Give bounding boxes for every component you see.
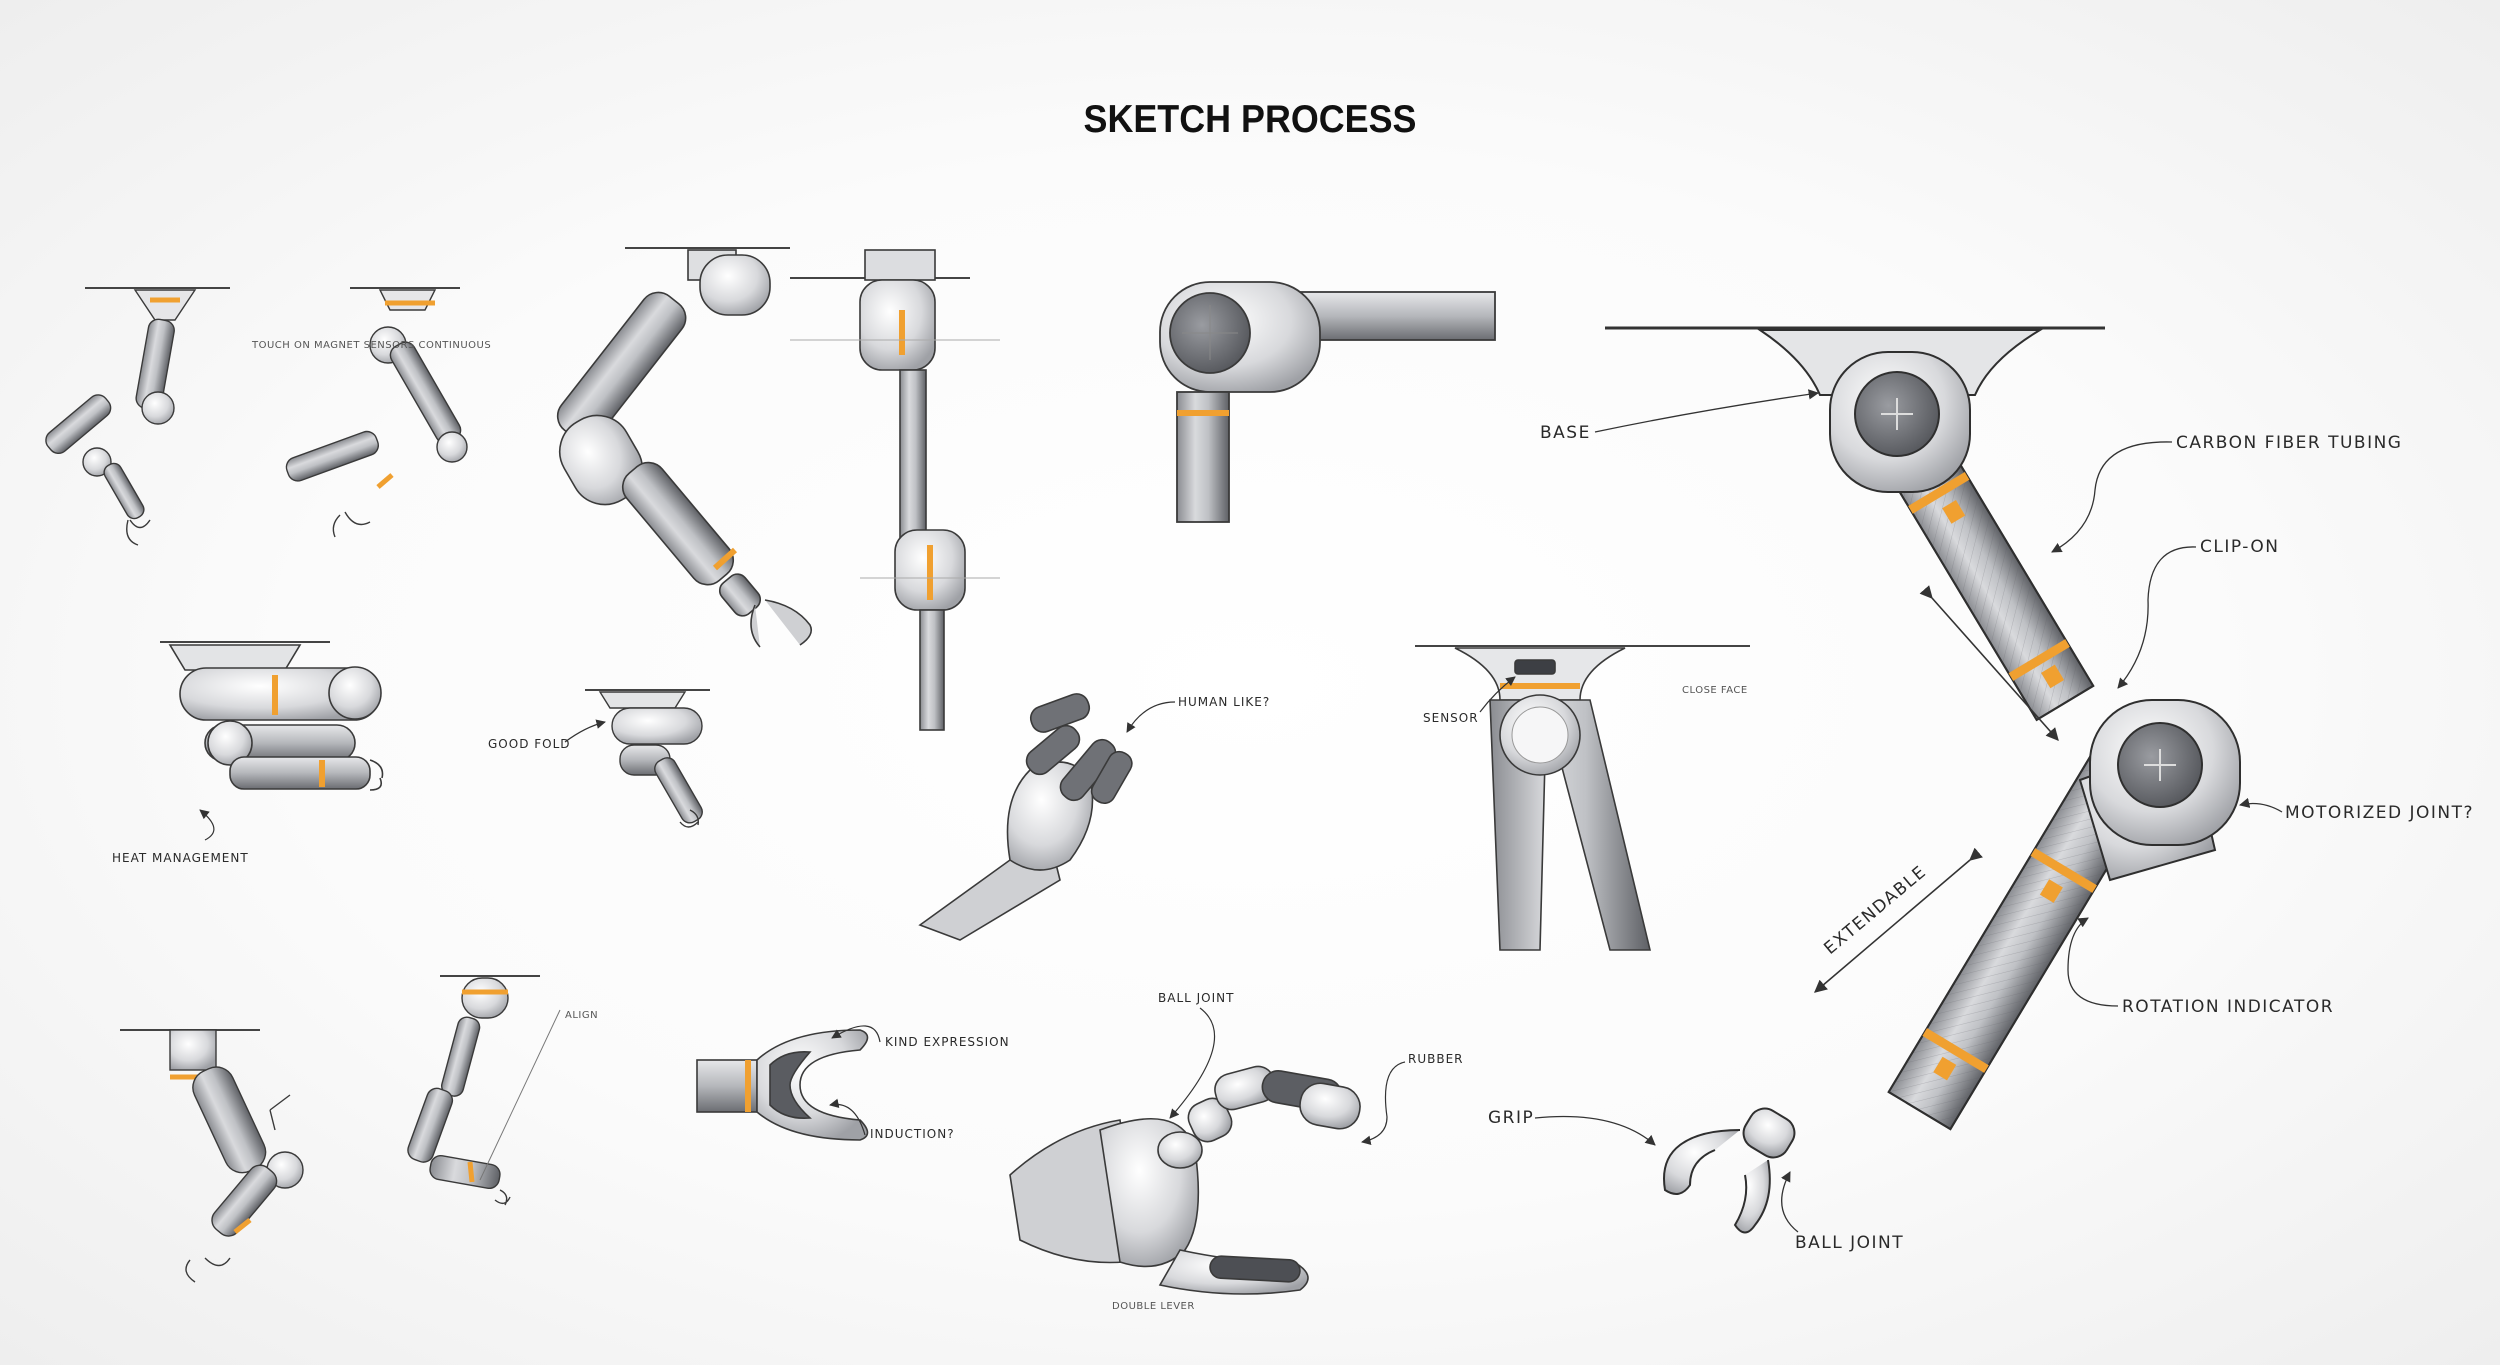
sketch-arm-2 (285, 287, 468, 538)
label-grip: GRIP (1488, 1108, 1534, 1128)
note-right-small: CLOSE FACE (1682, 685, 1748, 696)
sketch-arm-1 (45, 287, 230, 546)
sketch-folded-arm (160, 641, 384, 791)
hero-robot-arm (1605, 326, 2241, 1234)
label-sensor: SENSOR (1423, 711, 1479, 725)
note-bottom-small: ALIGN (565, 1010, 598, 1021)
sketch-arm-bottom-a (120, 1029, 304, 1283)
sketch-arm-3 (556, 247, 813, 648)
label-ball-joint-hand: BALL JOINT (1158, 991, 1234, 1005)
label-extendable: EXTENDABLE (1820, 862, 1930, 959)
sketch-ball-joint-hand (1009, 1065, 1361, 1295)
label-human-like: HUMAN LIKE? (1178, 695, 1270, 709)
sketch-good-fold-arm (585, 689, 710, 828)
label-rubber: RUBBER (1408, 1052, 1464, 1066)
sketch-arm-bottom-b (407, 975, 561, 1206)
label-heat-management: HEAT MANAGEMENT (112, 851, 249, 865)
page-title: SKETCH PROCESS (1083, 98, 1417, 141)
sketch-sensor-arm (1415, 645, 1750, 951)
label-kind-expression: KIND EXPRESSION (885, 1035, 1010, 1049)
sketch-arm-4 (790, 249, 1000, 731)
label-carbon-fiber-tubing: CARBON FIBER TUBING (2176, 433, 2402, 453)
sketch-elbow-5 (1159, 281, 1496, 523)
label-rotation-indicator: ROTATION INDICATOR (2122, 997, 2334, 1017)
label-clip-on: CLIP-ON (2200, 537, 2279, 557)
label-motorized-joint: MOTORIZED JOINT? (2285, 803, 2474, 823)
sketch-human-hand (918, 693, 1133, 941)
label-double-lever: DOUBLE LEVER (1112, 1301, 1195, 1312)
label-ball-joint-main: BALL JOINT (1795, 1233, 1904, 1253)
sketch-kind-gripper (696, 1029, 869, 1141)
label-induction: INDUCTION? (870, 1127, 955, 1141)
label-good-fold: GOOD FOLD (488, 737, 571, 751)
note-top-small: TOUCH ON MAGNET SENSORS CONTINUOUS (251, 340, 491, 351)
label-base: BASE (1540, 423, 1591, 443)
